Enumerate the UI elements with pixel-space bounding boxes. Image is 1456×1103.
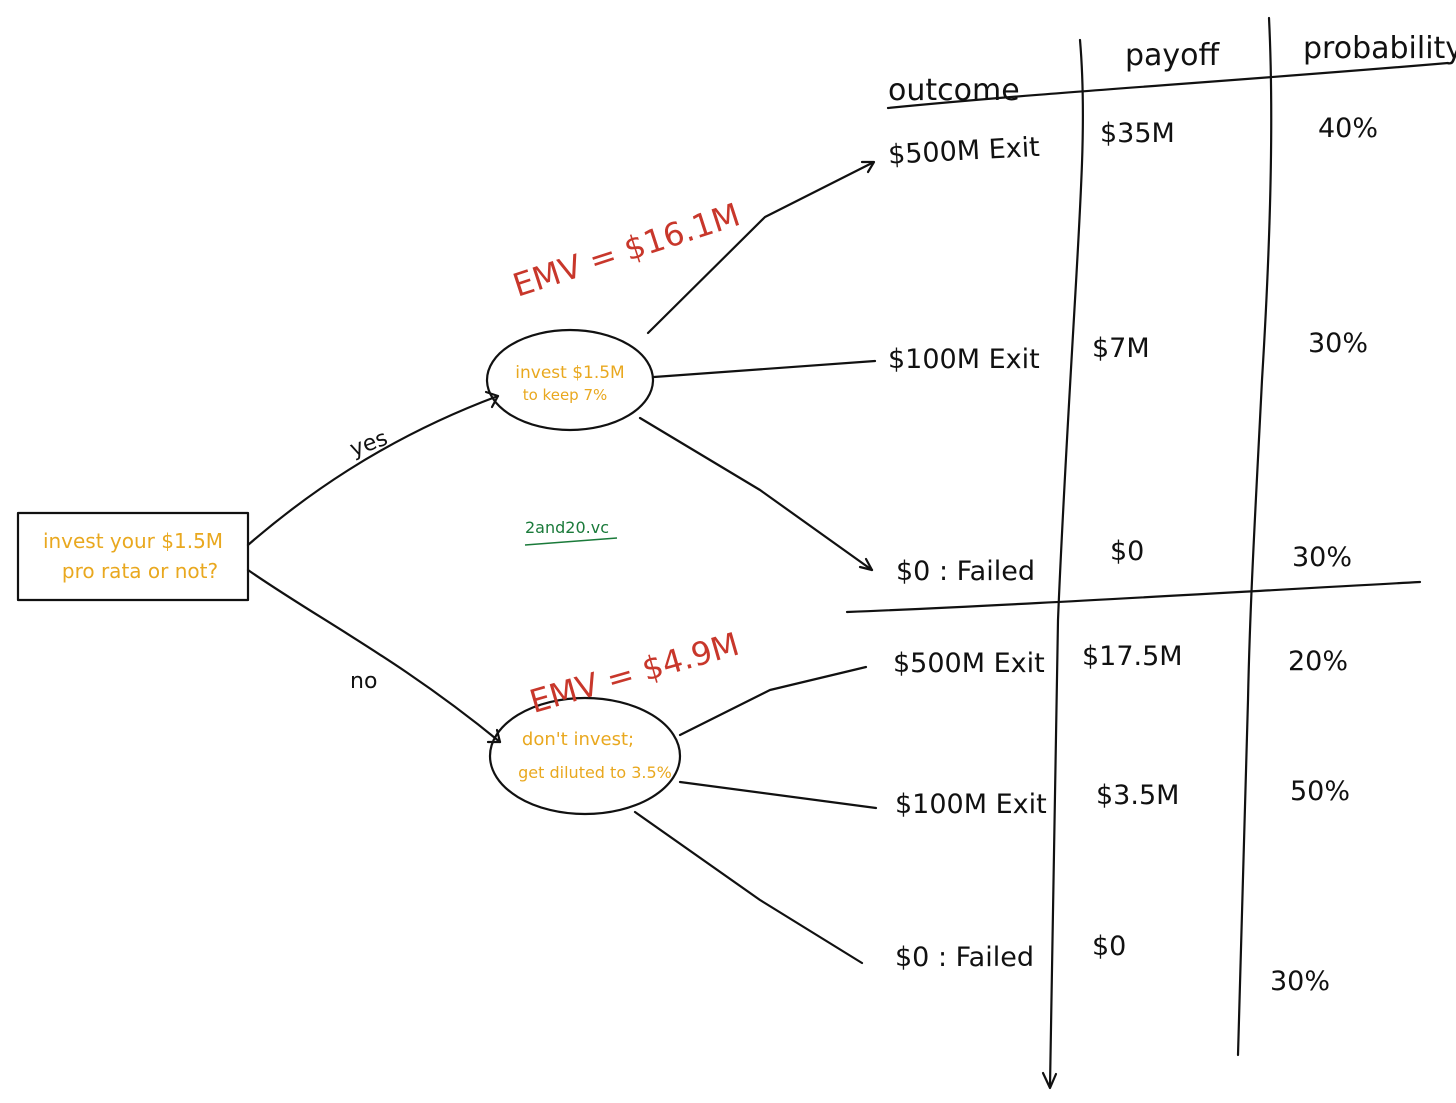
yes-branch-line [246, 394, 500, 547]
invest-node-line-2: to keep 7% [523, 386, 608, 404]
dont-row-2-probability: 50% [1290, 776, 1350, 807]
dont-row-1-outcome: $500M Exit [893, 648, 1045, 679]
invest-node-line-1: invest $1.5M [515, 363, 624, 383]
invest-branch-500m-arrowhead [860, 160, 876, 174]
invest-row-1-probability: 40% [1318, 113, 1378, 144]
watermark-text: 2and20.vc [525, 518, 609, 537]
group-separator-line [845, 580, 1422, 614]
dont-row-2-outcome: $100M Exit [895, 789, 1047, 820]
decision-box [16, 511, 250, 602]
dont-row-1-probability: 20% [1288, 646, 1348, 677]
dont-node-line-2: get diluted to 3.5% [518, 763, 672, 782]
header-underline [886, 61, 1450, 110]
dont-branch-100m [678, 780, 878, 810]
invest-branch-500m [646, 161, 874, 335]
dont-branch-fail [633, 810, 864, 965]
invest-branch-100m [652, 359, 877, 379]
invest-branch-fail [638, 416, 874, 572]
dont-row-3-probability: 30% [1270, 966, 1330, 997]
dont-row-3-payoff: $0 [1092, 931, 1126, 962]
no-branch-label: no [350, 669, 377, 694]
invest-row-2-probability: 30% [1308, 328, 1368, 359]
no-branch-line [246, 568, 502, 744]
probability-column-divider [1236, 16, 1273, 1057]
watermark-underline [524, 537, 618, 546]
invest-emv-label: EMV = $16.1M [508, 195, 744, 304]
dont-branch-500m [678, 665, 868, 737]
yes-branch-label: yes [347, 426, 391, 462]
invest-chance-node [485, 328, 655, 432]
invest-row-1-outcome: $500M Exit [887, 132, 1040, 171]
invest-row-3-probability: 30% [1292, 542, 1352, 573]
invest-row-3-payoff: $0 [1110, 536, 1144, 567]
invest-row-2-outcome: $100M Exit [888, 344, 1040, 375]
decision-line-2: pro rata or not? [62, 559, 218, 583]
payoff-header: payoff [1125, 38, 1221, 73]
invest-row-1-payoff: $35M [1100, 118, 1175, 149]
invest-row-3-outcome: $0 : Failed [896, 556, 1035, 587]
decision-line-1: invest your $1.5M [43, 529, 223, 553]
dont-row-1-payoff: $17.5M [1082, 641, 1183, 672]
invest-branch-fail-arrowhead [858, 557, 874, 572]
payoff-divider-arrowhead [1041, 1071, 1058, 1090]
dont-invest-chance-node [488, 696, 682, 816]
invest-row-2-payoff: $7M [1092, 333, 1150, 364]
dont-row-3-outcome: $0 : Failed [895, 942, 1034, 973]
dont-row-2-payoff: $3.5M [1096, 780, 1179, 811]
payoff-column-divider [1048, 38, 1085, 1088]
dont-node-line-1: don't invest; [522, 729, 634, 750]
probability-header: probability [1303, 31, 1456, 66]
outcome-header: outcome [888, 73, 1020, 108]
